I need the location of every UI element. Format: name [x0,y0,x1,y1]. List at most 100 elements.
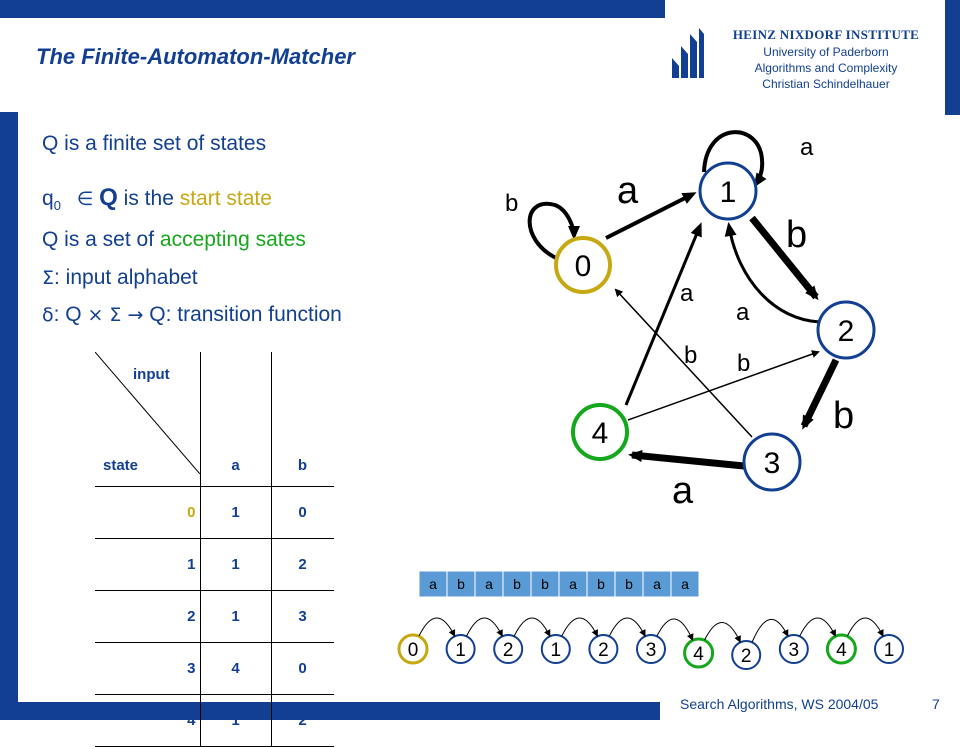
table-cell-state: 1 [95,538,200,591]
input-box-rect [558,570,588,598]
edge-label-3-4: a [672,470,694,512]
def-term-accepting: accepting sates [159,228,306,251]
state-4-circle [571,403,629,461]
run-state: 4 [683,637,715,669]
def-subscript: 0 [53,198,61,214]
sigma-symbol: Σ [42,267,55,289]
table-header-row: input state a b [95,352,334,487]
table-cell-a: 1 [199,486,271,539]
state-1: 1 [698,161,758,221]
run-state: 2 [493,634,524,664]
edge-2-3 [800,358,840,430]
arrow-symbol: → [127,304,144,326]
institute-logo-icon [672,28,704,78]
def-set-q: Q [99,184,118,211]
def-text: : Q [53,303,88,326]
institute-name: HEINZ NIXDORF INSTITUTE [732,27,920,42]
run-state-label: 2 [598,640,609,661]
run-state: 1 [445,634,476,664]
input-symbol: b [457,576,465,592]
input-symbol-box: a [670,570,700,598]
input-box-rect [502,570,532,598]
run-transition-arc [418,617,456,637]
state-0: 0 [554,236,612,294]
table-cell-b: 2 [270,538,334,591]
input-symbol-box: a [558,570,588,598]
run-state: 1 [540,634,571,664]
run-state-circle [636,634,666,664]
state-0-label: 0 [575,250,592,283]
edge-label-1-2: b [786,214,807,256]
edge-label-2-1: a [736,299,750,326]
run-state: 2 [731,640,762,670]
edge-loop-1 [702,130,767,188]
table-row: 2 1 3 [95,590,334,643]
input-box-rect [530,570,560,598]
def-text: is the [117,187,180,210]
table-cell-state: 3 [95,642,200,695]
table-header-b: b [270,352,334,487]
run-state-circle [445,634,476,664]
run-state: 3 [636,634,666,664]
input-symbol-box: a [642,570,672,598]
run-state-label: 3 [646,640,657,661]
run-transition-arc [656,618,694,641]
input-symbol-box: b [446,570,476,598]
footer-course: Search Algorithms, WS 2004/05 [680,696,879,712]
run-state-circle [683,637,715,669]
run-state-circle [731,640,762,670]
input-symbol: a [653,576,661,592]
definition-accepting: Q is a set of accepting sates [42,228,306,252]
table-corner-cell: input state [95,352,200,487]
edge-label-loop-1: a [800,134,814,161]
table-cell-b: 0 [270,486,334,539]
edge-label-2-3: b [833,395,854,437]
state-3-circle [742,432,802,492]
input-symbol: b [513,576,521,592]
edge-label-4-1: a [680,280,694,307]
input-symbol: a [681,576,689,592]
def-text: : input alphabet [54,266,198,289]
delta-symbol: δ [42,304,54,326]
edge-3-4 [628,450,745,470]
definition-states: Q is a finite set of states [42,132,266,156]
edge-1-2 [749,215,819,301]
edge-2-1 [724,222,821,324]
edge-3-0 [614,288,753,438]
input-symbol-box: a [418,570,448,598]
run-transition-arc [751,618,789,643]
input-box-rect [418,570,448,598]
run-state-label: 4 [693,644,704,665]
input-symbol-box: b [614,570,644,598]
input-symbol-box: b [530,570,560,598]
input-box-rect [670,570,700,598]
institute-author: Christian Schindelhauer [762,77,890,91]
element-of-symbol: ∈ [76,188,94,210]
run-state-label: 1 [455,640,466,661]
table-cell-state: 0 [95,486,200,539]
edge-label-0-1: a [617,170,639,212]
table-row: 3 4 0 [95,642,334,695]
table-cell-b: 0 [270,642,334,695]
institute-university: University of Paderborn [763,45,889,59]
state-3-label: 3 [764,447,781,480]
run-state: 1 [874,634,904,664]
def-term-start-state: start state [179,187,272,210]
automaton-diagram: b a a b a b a b a b 0 1 2 3 4 [505,130,876,512]
input-symbol: a [485,576,493,592]
run-state-circle [874,634,904,664]
top-band [0,0,665,18]
edge-4-1 [624,222,702,406]
input-symbol: b [541,576,549,592]
input-box-rect [474,570,504,598]
table-row: 0 1 0 [95,486,334,539]
state-2: 2 [816,300,876,360]
edge-label-3-0: b [684,342,697,369]
state-4-label: 4 [592,417,609,450]
table-row: 1 1 2 [95,538,334,591]
state-2-circle [816,300,876,360]
run-state: 3 [778,634,809,664]
left-band [0,112,18,702]
run-state-circle [778,634,809,664]
table-header-a: a [199,352,271,487]
